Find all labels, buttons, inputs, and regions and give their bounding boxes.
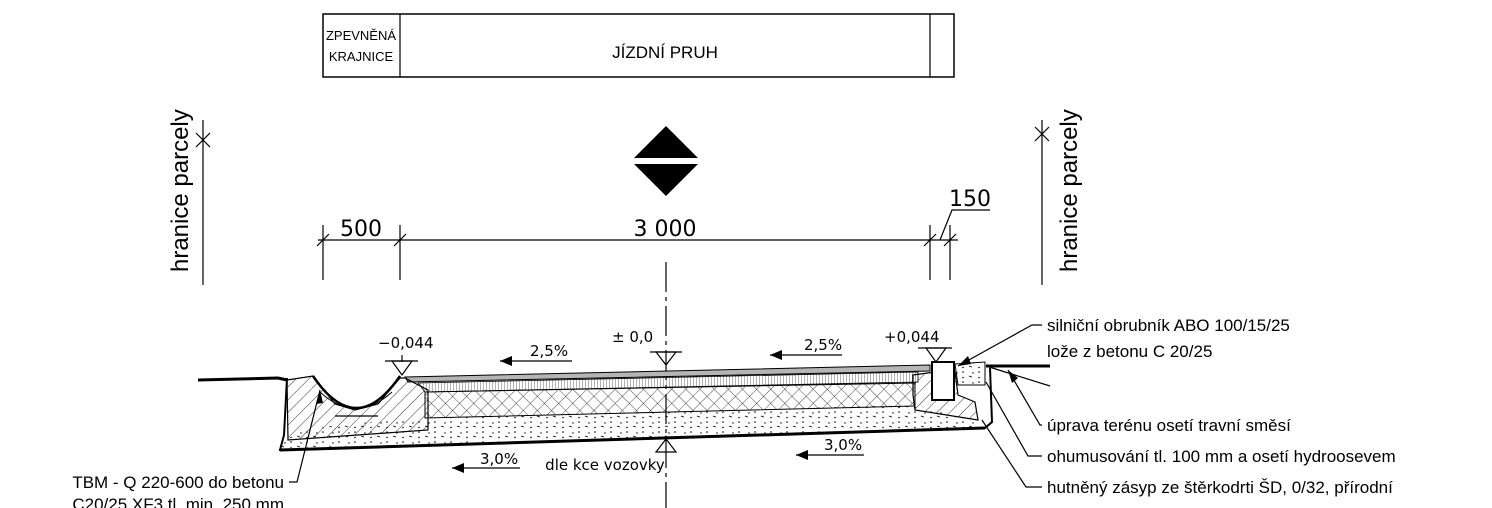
two-way-traffic-icon: [634, 126, 698, 196]
lane-label: JÍZDNÍ PRUH: [612, 43, 718, 62]
level-left-value: −0,044: [378, 334, 434, 352]
axis-note: dle kce vozovky: [545, 456, 665, 474]
callout-curb-line1: silniční obrubník ABO 100/15/25: [1047, 316, 1290, 335]
lane-band: ZPEVNĚNÁ KRAJNICE JÍZDNÍ PRUH: [322, 13, 955, 78]
callout-leaders: [289, 324, 1042, 488]
callout-curb-line2: lože z betonu C 20/25: [1047, 342, 1212, 361]
slope-surface-left-label: 2,5%: [530, 342, 568, 360]
dimension-curb: 150: [949, 187, 991, 212]
level-right: +0,044: [884, 328, 952, 364]
slope-surface-right: 2,5%: [770, 336, 842, 360]
pavement-section: [197, 361, 1051, 452]
callout-backfill: hutněný zásyp ze štěrkodrti ŠD, 0/32, př…: [1047, 478, 1393, 497]
level-axis: ± 0,0: [612, 328, 653, 346]
level-right-value: +0,044: [884, 328, 940, 346]
parcel-boundary-left-label: hranice parcely: [167, 109, 194, 272]
parcel-boundary-right-label: hranice parcely: [1056, 109, 1083, 272]
slope-surface-right-label: 2,5%: [804, 336, 842, 354]
callout-topsoil: ohumusování tl. 100 mm a osetí hydroosev…: [1047, 447, 1396, 466]
shoulder-label-line1: ZPEVNĚNÁ: [326, 28, 396, 43]
dimension-chain: 500 3 000 150: [316, 187, 991, 280]
parcel-boundary-right: hranice parcely: [1034, 109, 1083, 285]
slope-surface-left: 2,5%: [500, 342, 572, 366]
slope-subgrade-right-label: 3,0%: [824, 436, 862, 454]
dimension-lane: 3 000: [634, 217, 697, 242]
dimension-shoulder: 500: [340, 217, 382, 242]
road-axis: ± 0,0 dle kce vozovky: [545, 262, 682, 508]
slope-subgrade-right: 3,0%: [796, 436, 864, 460]
callout-gutter-line1: TBM - Q 220-600 do betonu: [72, 473, 284, 492]
level-left: −0,044: [378, 334, 434, 377]
parcel-boundary-left: hranice parcely: [167, 109, 211, 285]
shoulder-label-line2: KRAJNICE: [329, 49, 394, 64]
callout-gutter-line2: C20/25 XF3 tl. min. 250 mm: [72, 495, 284, 508]
callout-terrain: úprava terénu osetí travní směsí: [1047, 416, 1291, 435]
slope-subgrade-left-label: 3,0%: [480, 450, 518, 468]
slope-subgrade-left: 3,0%: [452, 450, 520, 473]
